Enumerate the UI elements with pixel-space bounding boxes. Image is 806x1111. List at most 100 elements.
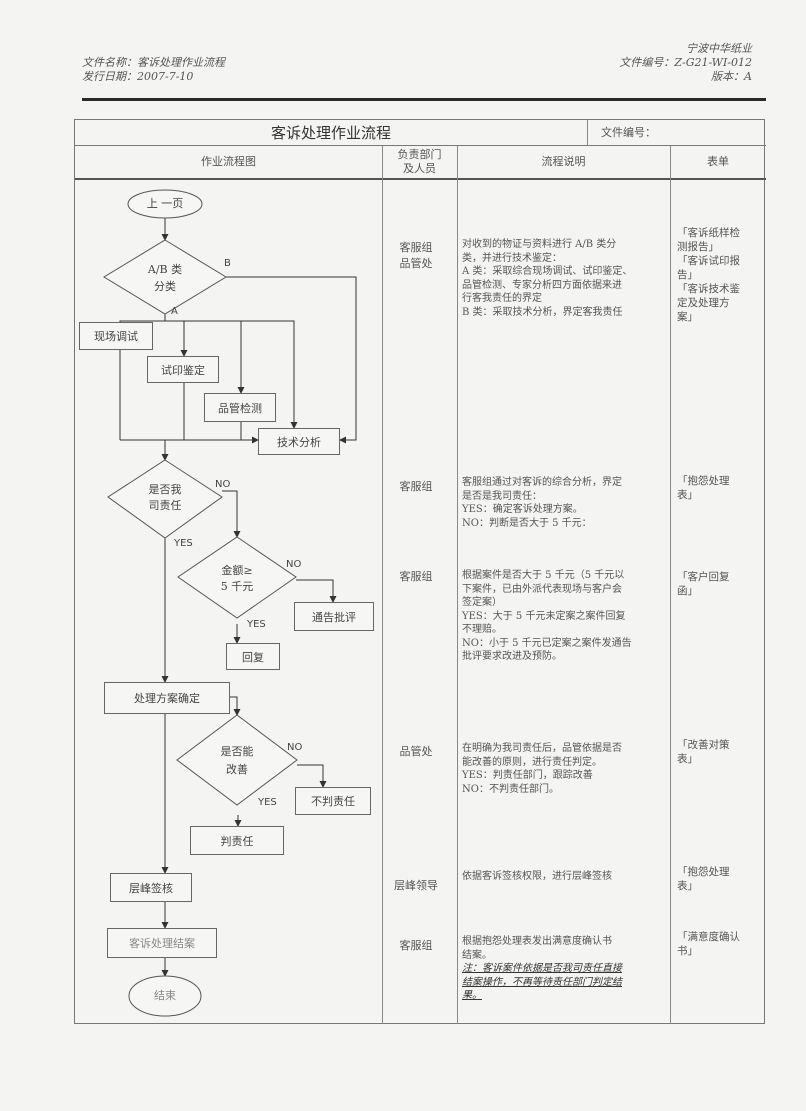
version: 版本：A xyxy=(711,70,752,83)
desc-line: 批评要求改进及预防。 xyxy=(462,651,562,662)
not-judge-box: 不判责任 xyxy=(295,787,371,815)
form-line: 「改善对策 xyxy=(677,739,730,751)
yes-label: YES xyxy=(258,797,277,808)
form-line: 表」 xyxy=(677,489,698,501)
desc-row-3: 根据案件是否大于 5 千元（5 千元以 下案件，已由外派代表现场与客户会 签定案… xyxy=(462,569,662,664)
desc-line: 不理赔。 xyxy=(462,624,502,635)
desc-line: 客服组通过对客诉的综合分析，界定 xyxy=(462,477,622,488)
note-line: 结案操作，不再等待责任部门判定结 xyxy=(462,976,622,988)
form-line: 「抱怨处理 xyxy=(677,475,730,487)
col-divider xyxy=(670,146,671,1024)
header-right: 宁波中华纸业 文件编号：Z-G21-WI-012 版本：A xyxy=(619,42,752,84)
dept-line: 客服组 xyxy=(399,241,433,254)
dept-row-6: 客服组 xyxy=(382,938,450,954)
decision-amount-line1: 金额≥ xyxy=(221,564,253,577)
desc-line: 结案。 xyxy=(462,949,492,961)
branch-b-label: B xyxy=(224,258,231,269)
table-title: 客诉处理作业流程 xyxy=(270,123,391,142)
end-terminator xyxy=(128,975,202,1017)
dept-line: 客服组 xyxy=(399,480,433,493)
col-header-flow: 作业流程图 xyxy=(201,155,256,168)
desc-line: 依据客诉签核权限，进行层峰签核 xyxy=(462,871,612,882)
desc-row-5: 依据客诉签核权限，进行层峰签核 xyxy=(462,870,662,884)
decision-our-responsibility xyxy=(107,459,223,539)
decision-amount-line2: 5 千元 xyxy=(220,580,254,593)
form-row-3: 「客户回复 函」 xyxy=(677,570,757,598)
desc-row-2: 客服组通过对客诉的综合分析，界定 是否是我司责任： YES：确定客诉处理方案。 … xyxy=(462,476,662,530)
desc-line: YES：判责任部门，跟踪改善 xyxy=(462,770,593,781)
branch-a-label: A xyxy=(171,306,178,317)
desc-row-6: 根据抱怨处理表发出满意度确认书 结案。 注：客诉案件依据是否我司责任直接 结案操… xyxy=(462,935,662,1003)
header-left: 文件名称：客诉处理作业流程 发行日期：2007-7-10 xyxy=(82,56,225,84)
start-terminator xyxy=(127,189,203,219)
dept-line: 品管处 xyxy=(399,257,433,270)
decision-ab-classification xyxy=(103,239,227,315)
form-row-6: 「满意度确认 书」 xyxy=(677,930,757,958)
desc-line: 对收到的物证与资料进行 A/B 类分 xyxy=(462,239,617,250)
desc-line: 是否是我司责任： xyxy=(462,490,542,502)
file-name: 文件名称：客诉处理作业流程 xyxy=(82,56,225,69)
desc-line: NO：小于 5 千元已定案之案件发通告 xyxy=(462,637,632,649)
decision-improve-line2: 改善 xyxy=(226,763,248,776)
dept-row-4: 品管处 xyxy=(382,744,450,760)
desc-line: 根据抱怨处理表发出满意度确认书 xyxy=(462,936,612,947)
desc-line: YES：确定客诉处理方案。 xyxy=(462,504,583,515)
form-line: 告」 xyxy=(677,269,698,281)
desc-line: 能改善的原则，进行责任判定。 xyxy=(462,756,602,768)
yes-label: YES xyxy=(174,538,193,549)
decision-ab-line2: 分类 xyxy=(154,280,176,293)
process-table: 客诉处理作业流程 文件编号： 作业流程图 负责部门 及人员 流程说明 表单 xyxy=(74,119,766,1024)
dept-line: 层峰领导 xyxy=(394,879,438,892)
decision-resp-line1: 是否我 xyxy=(148,483,182,496)
desc-line: A 类：采取综合现场调试、试印鉴定、 xyxy=(462,266,633,277)
col-divider xyxy=(382,146,383,1024)
field-debug-box: 现场调试 xyxy=(79,322,153,350)
form-line: 「客诉技术鉴 xyxy=(677,283,740,295)
table-file-number-label: 文件编号： xyxy=(601,125,656,139)
desc-line: NO：判断是否大于 5 千元： xyxy=(462,517,592,529)
form-line: 定及处理方 xyxy=(677,297,730,309)
no-label: NO xyxy=(287,742,303,753)
decision-ab-line1: A/B 类 xyxy=(147,263,183,276)
dept-row-3: 客服组 xyxy=(382,569,450,585)
judge-box: 判责任 xyxy=(190,826,284,855)
form-line: 函」 xyxy=(677,585,698,597)
col-header-dept-line1: 负责部门 xyxy=(397,148,442,161)
plan-confirm-box: 处理方案确定 xyxy=(104,682,230,714)
desc-line: 签定案） xyxy=(462,597,502,608)
notice-criticism-box: 通告批评 xyxy=(294,602,374,631)
dept-row-5: 层峰领导 xyxy=(382,878,450,894)
dept-row-1: 客服组 品管处 xyxy=(382,240,450,272)
desc-line: 行客我责任的界定 xyxy=(462,293,542,304)
form-row-2: 「抱怨处理 表」 xyxy=(677,474,757,502)
form-line: 「客户回复 xyxy=(677,571,730,583)
dept-line: 客服组 xyxy=(399,570,433,583)
desc-row-4: 在明确为我司责任后，品管依据是否 能改善的原则，进行责任判定。 YES：判责任部… xyxy=(462,742,662,796)
form-row-5: 「抱怨处理 表」 xyxy=(677,865,757,893)
desc-line: 类，并进行技术鉴定： xyxy=(462,252,562,264)
form-line: 「满意度确认 xyxy=(677,931,740,943)
note-line: 注：客诉案件依据是否我司责任直接 xyxy=(462,963,622,974)
desc-line: 根据案件是否大于 5 千元（5 千元以 xyxy=(462,570,625,581)
col-divider xyxy=(457,146,458,1024)
form-line: 测报告」 xyxy=(677,241,719,253)
desc-row-1: 对收到的物证与资料进行 A/B 类分 类，并进行技术鉴定： A 类：采取综合现场… xyxy=(462,238,662,319)
desc-line: 在明确为我司责任后，品管依据是否 xyxy=(462,743,622,754)
case-close-box: 客诉处理结案 xyxy=(107,928,217,958)
form-line: 表」 xyxy=(677,880,698,892)
form-row-1: 「客诉纸样检 测报告」 「客诉试印报 告」 「客诉技术鉴 定及处理方 案」 xyxy=(677,226,757,324)
desc-line: 下案件，已由外派代表现场与客户会 xyxy=(462,583,622,595)
form-line: 表」 xyxy=(677,753,698,765)
form-line: 「客诉试印报 xyxy=(677,255,740,267)
form-line: 「抱怨处理 xyxy=(677,866,730,878)
header-rule xyxy=(82,98,766,101)
issue-date: 发行日期：2007-7-10 xyxy=(82,70,194,83)
form-line: 案」 xyxy=(677,311,698,323)
note-line: 果。 xyxy=(462,990,482,1001)
row-divider xyxy=(75,145,766,146)
dept-line: 客服组 xyxy=(399,939,433,952)
sign-off-box: 层峰签核 xyxy=(110,873,192,902)
decision-resp-line2: 司责任 xyxy=(148,499,182,512)
print-check-box: 试印鉴定 xyxy=(147,356,219,383)
end-label: 结束 xyxy=(154,989,176,1002)
